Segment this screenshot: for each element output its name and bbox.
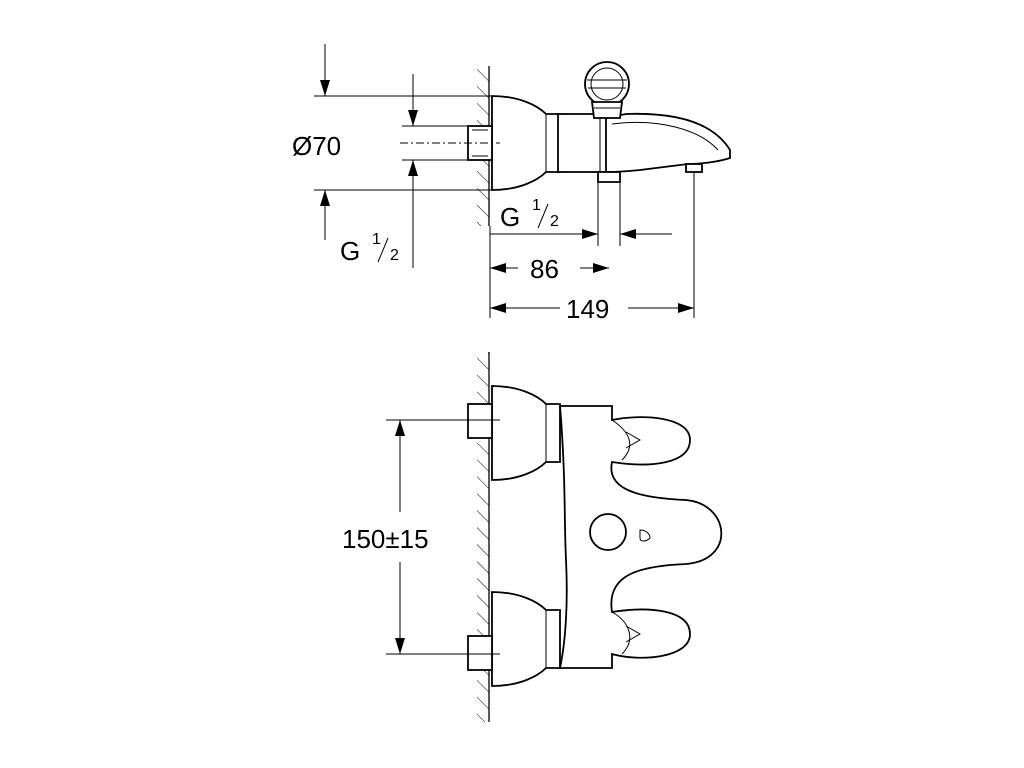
mixer-body-front [558,405,723,669]
diverter-button [589,513,627,551]
front-view: 150±15 [342,352,723,722]
side-view: Ø70 G 1 2 G 1 2 [292,44,731,324]
dim-150-label: 150±15 [342,524,429,554]
dimension-149: 149 [490,172,695,324]
outlet-thread-main: G [500,202,520,232]
wall-escutcheon [491,95,561,191]
outlet-thread-dimension: G 1 2 [490,182,672,246]
dim-149-label: 149 [566,294,609,324]
upper-inlet-stub [467,403,493,439]
spout-outlet [685,163,703,173]
outlet-connector [597,171,621,183]
dimension-150: 150±15 [342,420,429,654]
diameter-label: Ø70 [292,131,341,161]
lower-inlet-stub [467,635,493,671]
inlet-thread-num: 1 [372,231,381,248]
inlet-thread-main: G [340,236,360,266]
lower-escutcheon [491,591,561,687]
dimension-86: 86 [489,226,609,318]
outlet-thread-den: 2 [550,213,559,230]
upper-escutcheon [491,385,561,481]
diameter-dimension: Ø70 [292,44,492,240]
inlet-thread-dimension: G 1 2 [340,74,468,268]
outlet-thread-num: 1 [532,197,541,214]
dim-86-label: 86 [530,254,559,284]
inlet-thread-den: 2 [390,247,399,264]
diverter-knob [584,61,630,119]
